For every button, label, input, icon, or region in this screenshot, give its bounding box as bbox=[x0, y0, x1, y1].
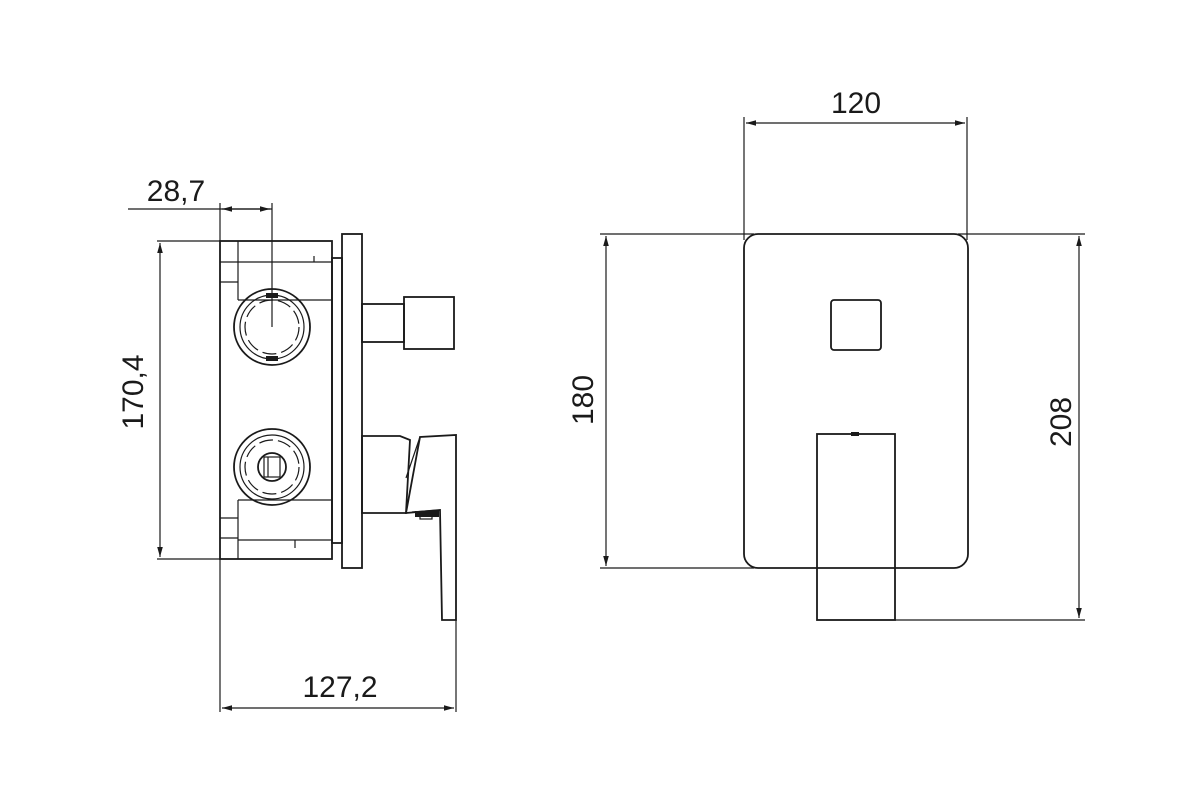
dimension-box-height: 170,4 bbox=[117, 240, 220, 560]
dim-plate-width-label: 120 bbox=[831, 87, 881, 120]
dim-plate-height-label: 180 bbox=[567, 375, 600, 425]
dim-total-depth-label: 127,2 bbox=[302, 671, 377, 704]
dimension-total-depth: 127,2 bbox=[219, 559, 457, 712]
diverter-knob-front bbox=[830, 299, 882, 351]
side-view: 28,7 170,4 127,2 bbox=[117, 175, 457, 712]
lever-handle-side bbox=[361, 434, 457, 621]
wall-plate-profile bbox=[331, 233, 363, 569]
dimension-plate-height: 180 bbox=[567, 233, 754, 569]
lever-handle-front bbox=[816, 432, 896, 621]
cover-plate bbox=[743, 233, 969, 569]
dim-total-height-label: 208 bbox=[1045, 397, 1078, 447]
lower-port bbox=[233, 428, 311, 506]
dimension-plate-width: 120 bbox=[743, 87, 968, 240]
dimension-inset-depth: 28,7 bbox=[128, 175, 273, 327]
diverter-knob-side bbox=[361, 296, 455, 350]
dimension-total-height: 208 bbox=[895, 233, 1085, 621]
front-view: 120 180 208 bbox=[567, 87, 1085, 621]
dim-box-height-label: 170,4 bbox=[117, 354, 150, 429]
dim-inset-depth-label: 28,7 bbox=[147, 175, 205, 208]
